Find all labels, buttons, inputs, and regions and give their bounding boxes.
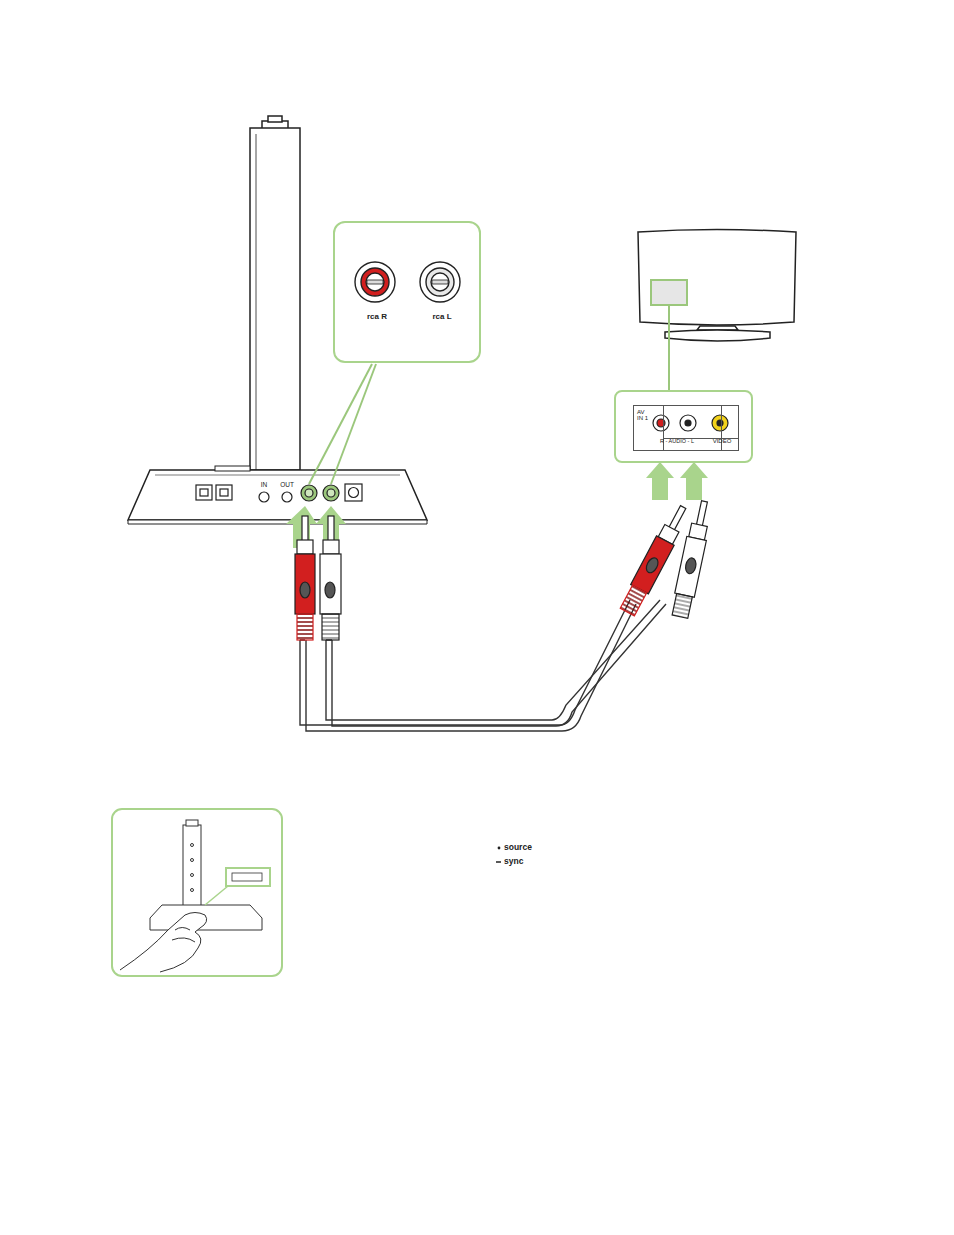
panel-divider — [721, 405, 722, 451]
rca-cable — [300, 600, 666, 731]
rca-plug — [618, 499, 714, 619]
node-text: rca L — [431, 313, 453, 322]
node-text: OUT — [280, 481, 294, 488]
mode-label: source — [504, 843, 532, 852]
node-box: IN OUT — [128, 466, 428, 524]
leader-line — [309, 364, 372, 484]
bullet-mark — [498, 847, 501, 850]
node-text: rca R — [366, 313, 388, 322]
node-text: AV IN 1 — [637, 409, 649, 422]
leader-line — [668, 305, 670, 391]
jack-panel — [633, 405, 739, 451]
headset-stand — [128, 116, 427, 524]
node-box: rca R rca L — [333, 221, 481, 363]
node-text: R - AUDIO - L — [660, 438, 694, 444]
node-box: AV IN 1 R - AUDIO - L VIDEO — [614, 390, 753, 463]
tv-jacks — [653, 415, 728, 431]
mode-label: sync — [504, 857, 523, 866]
rca-plug — [295, 516, 341, 640]
insert-arrow — [286, 462, 708, 548]
base-ports — [196, 484, 362, 502]
panel-divider — [663, 405, 664, 451]
rca-jacks-zoom — [355, 262, 460, 302]
leader-line — [331, 364, 376, 484]
node-text: IN — [261, 481, 268, 488]
television — [638, 230, 796, 342]
node-text: VIDEO — [713, 438, 732, 445]
dash-mark — [496, 861, 501, 863]
inset-illustration — [112, 809, 282, 976]
